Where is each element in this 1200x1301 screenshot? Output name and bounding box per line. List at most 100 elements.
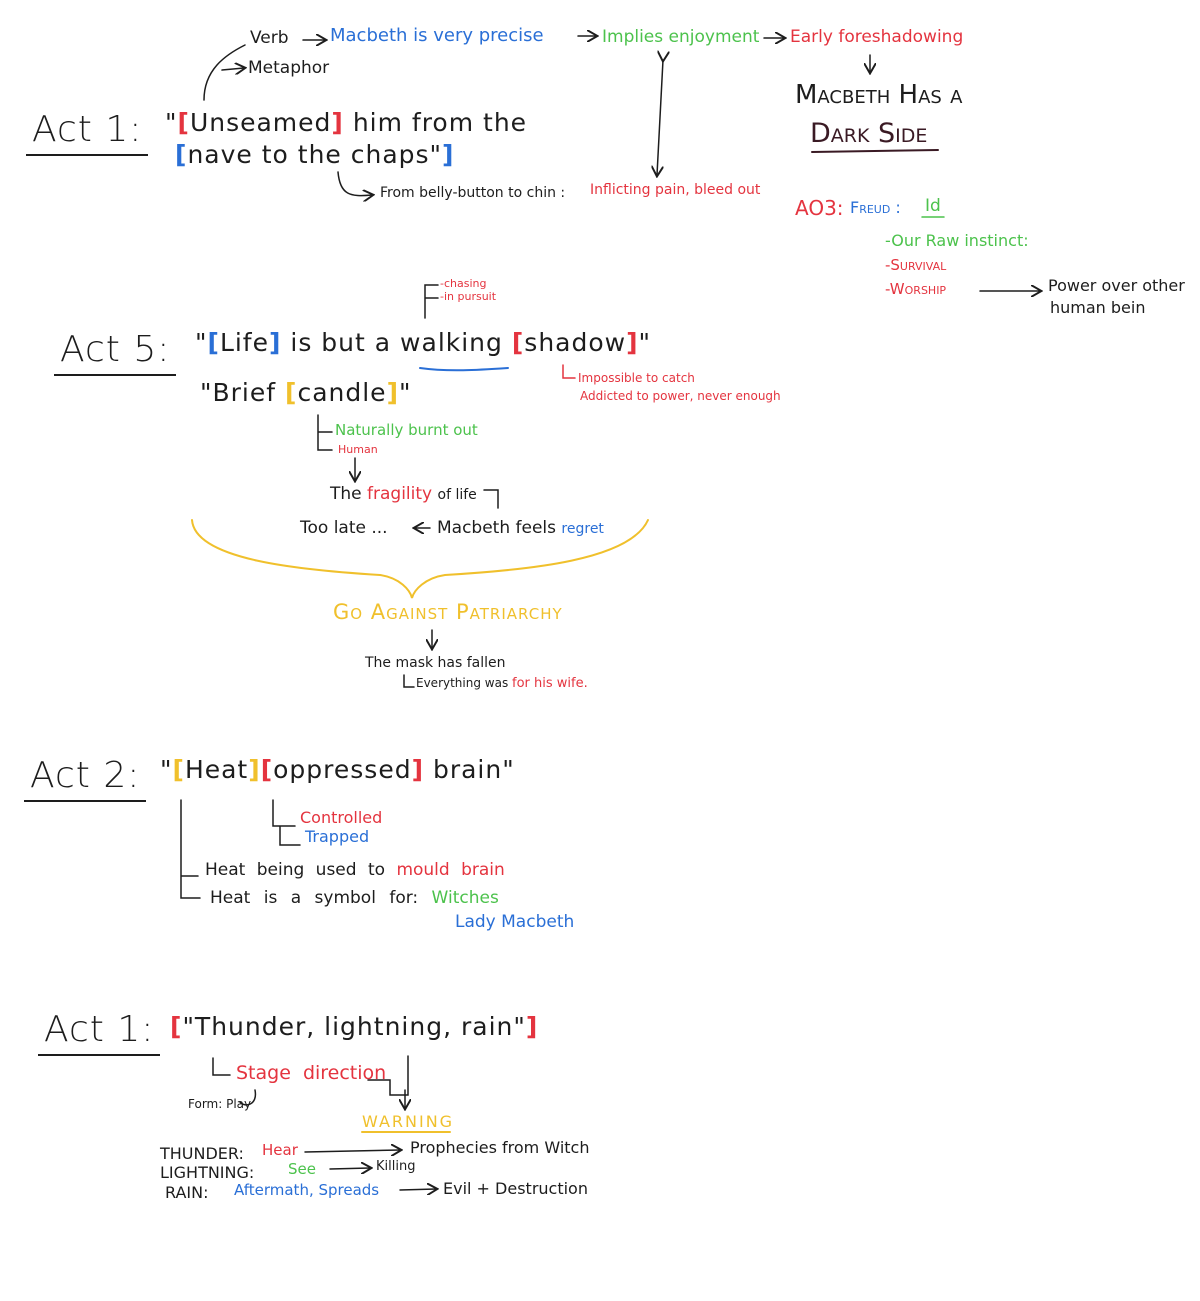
keyword-regret: regret — [561, 521, 604, 537]
id-label: Id — [925, 196, 941, 216]
bracket-icon: ] — [386, 378, 399, 407]
bracket-icon: [ — [172, 755, 185, 784]
impossible-hook — [562, 364, 576, 379]
verb-branch-line — [203, 44, 246, 101]
heat-quote: "[Heat][oppressed] brain" — [160, 757, 515, 782]
act1b-heading: Act 1: — [37, 1009, 161, 1056]
act2-heading: Act 2: — [23, 755, 147, 802]
human-note: Human — [338, 443, 378, 456]
direction-bracket — [367, 1055, 409, 1096]
dark-side-line2: Dark Side — [810, 118, 928, 149]
metaphor-arrow — [221, 68, 244, 70]
quote-text: brain" — [432, 755, 515, 784]
killing-note: Killing — [376, 1159, 416, 1174]
text: Heat is a symbol for: — [210, 888, 419, 908]
double-arrow — [657, 60, 663, 175]
patriarchy-brace — [191, 519, 649, 599]
candle-quote: "Brief [candle]" — [200, 378, 412, 407]
patriarchy-heading: Go Against Patriarchy — [333, 600, 563, 624]
bracket-icon: ] — [626, 328, 639, 357]
act1-heading: Act 1: — [25, 109, 149, 156]
bracket-icon: [ — [207, 328, 220, 357]
unseamed-quote-line2: [nave to the chaps"] — [175, 142, 454, 167]
lightning-arrow — [329, 1168, 370, 1169]
impossible-note: Impossible to catch — [578, 371, 695, 385]
pain-note: Inflicting pain, bleed out — [590, 182, 761, 198]
metaphor-label: Metaphor — [248, 58, 330, 78]
keyword-life: Life — [219, 328, 269, 357]
mask-hook — [403, 674, 415, 688]
pursuit-note: -in pursuit — [440, 290, 497, 303]
quote-mark: " — [638, 328, 652, 357]
keyword-nave: nave to the chaps" — [187, 140, 443, 169]
bracket-icon: ] — [248, 755, 261, 784]
walking-underline — [419, 367, 509, 372]
raw-instinct: -Our Raw instinct: — [885, 231, 1029, 250]
stage-direction-note: Stage direction — [236, 1062, 387, 1084]
keyword-shadow: shadow — [524, 328, 627, 357]
everything-line: Everything was for his wife. — [416, 677, 588, 690]
keyword-unseamed: Unseamed — [189, 108, 332, 137]
bracket-icon: [ — [175, 140, 188, 169]
hear-note: Hear — [262, 1141, 298, 1159]
quote-mark: " — [195, 328, 208, 357]
regret-line: Macbeth feels regret — [437, 520, 604, 537]
quote-mark: " — [165, 108, 178, 137]
power-note-line1: Power over other — [1048, 276, 1185, 295]
text: Everything was — [416, 676, 509, 690]
belly-arrow — [337, 171, 372, 196]
precise-note: Macbeth is very precise — [330, 25, 544, 46]
thunder-quote: ["Thunder, lightning, rain"] — [170, 1014, 538, 1039]
fragility-hook — [483, 489, 499, 509]
addicted-note: Addicted to power, never enough — [580, 389, 781, 403]
keyword-candle: candle — [297, 378, 387, 407]
lightning-label: LIGHTNING: — [160, 1163, 255, 1182]
bracket-icon: ] — [331, 108, 344, 137]
bracket-icon: [ — [177, 108, 190, 137]
lady-macbeth-note: Lady Macbeth — [455, 912, 575, 932]
rain-arrow — [399, 1189, 436, 1190]
controlled-note: Controlled — [300, 808, 383, 827]
implies-note: Implies enjoyment — [602, 27, 760, 47]
candle-hook — [317, 414, 333, 451]
bracket-icon: ] — [442, 140, 455, 169]
rain-label: RAIN: — [165, 1183, 209, 1202]
foreshadow-note: Early foreshadowing — [790, 27, 964, 47]
dark-side-underline — [811, 149, 939, 153]
text: Macbeth feels — [437, 518, 557, 538]
keyword-heat: Heat — [184, 755, 249, 784]
act5-heading: Act 5: — [53, 329, 177, 376]
unseamed-quote-line1: "[Unseamed] him from the — [165, 110, 527, 135]
worship-item: -Worship — [885, 280, 947, 298]
bracket-icon: [ — [260, 755, 274, 784]
thunder-arrow — [304, 1150, 400, 1152]
bracket-icon: [ — [285, 378, 298, 407]
survival-item: -Survival — [885, 256, 947, 274]
oppressed-hooks — [272, 799, 301, 846]
ao3-label: AO3: — [795, 196, 844, 220]
text: for his wife. — [512, 676, 588, 691]
freud-label: Freud : — [850, 198, 901, 217]
power-note-line2: human bein — [1050, 298, 1146, 317]
heat-hooks — [180, 799, 201, 899]
dark-side-line1: Macbeth Has a — [795, 80, 963, 110]
bracket-icon: ] — [525, 1012, 539, 1041]
evil-note: Evil + Destruction — [443, 1179, 588, 1198]
mask-note: The mask has fallen — [365, 655, 506, 671]
quote-text: is but a — [290, 328, 392, 357]
keyword-mould: mould brain — [396, 860, 505, 880]
quote-text: him from the — [352, 108, 528, 137]
fragility-line: The fragility of life — [330, 486, 477, 503]
heat-being-line: Heat being used to mould brain — [205, 862, 505, 879]
bracket-icon: [ — [511, 328, 525, 357]
trapped-note: Trapped — [305, 827, 370, 846]
stage-hook — [212, 1057, 231, 1076]
belly-note: From belly-button to chin : — [380, 185, 566, 201]
too-late-note: Too late ... — [300, 518, 388, 538]
text: of life — [437, 487, 477, 503]
prophecies-note: Prophecies from Witch — [410, 1138, 590, 1157]
naturally-note: Naturally burnt out — [335, 421, 478, 439]
keyword-walking: walking — [400, 328, 503, 357]
bracket-icon: ] — [269, 328, 282, 357]
